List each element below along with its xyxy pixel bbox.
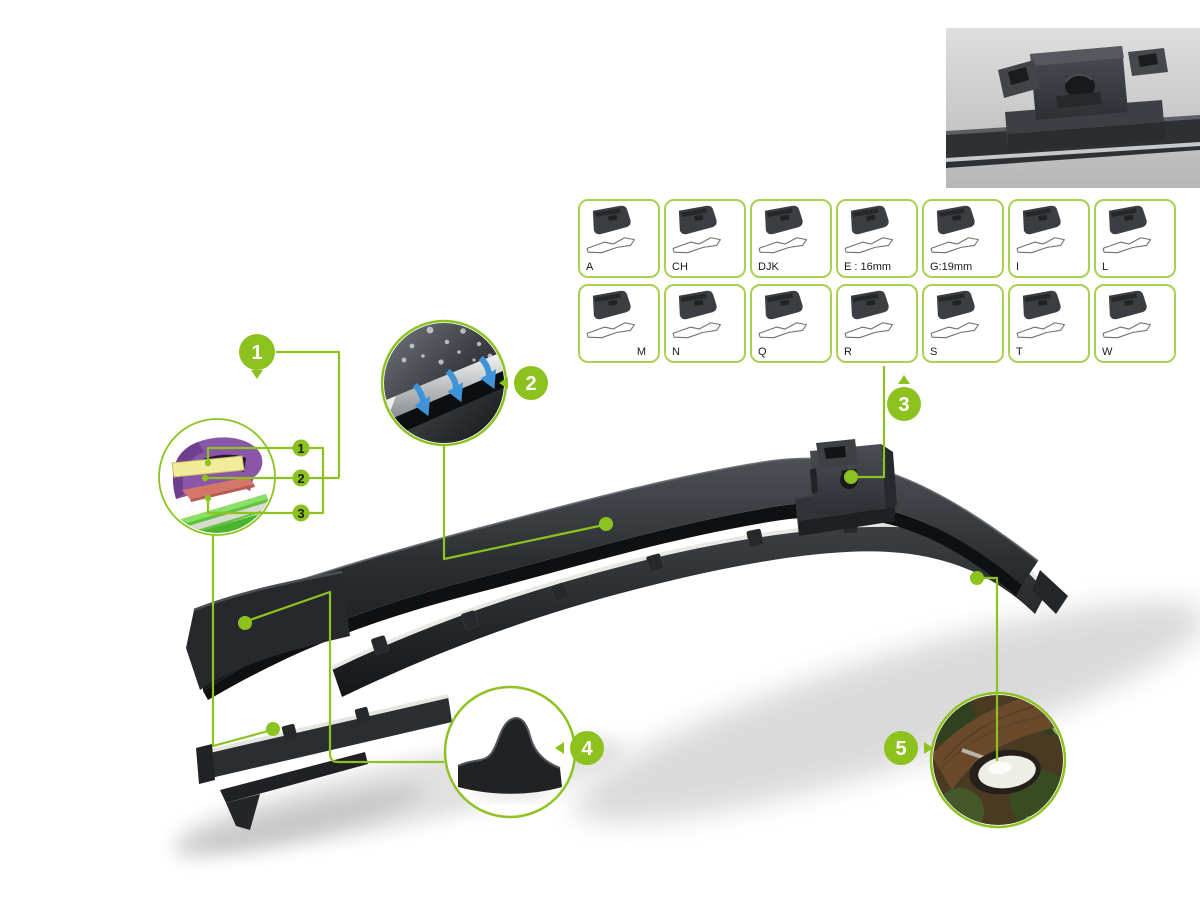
adapter-tile-label: L	[1102, 261, 1109, 273]
adapter-tile: E : 16mm	[836, 199, 918, 278]
cross-section-inset	[158, 418, 276, 536]
adapter-tile: G:19mm	[922, 199, 1004, 278]
adapter-tile-label: T	[1016, 346, 1023, 358]
adapter-tile: A	[578, 199, 660, 278]
callout-5-badge: 5	[884, 731, 933, 765]
callout-1-badge: 1	[239, 334, 275, 379]
adapter-tile-label: N	[672, 346, 680, 358]
adapter-tile: CH	[664, 199, 746, 278]
adapter-connector-icon	[758, 205, 807, 254]
callout-4-badge: 4	[555, 731, 604, 765]
callout-badges: 1 2 3 4 5	[239, 334, 933, 765]
adapter-connector-icon	[930, 205, 979, 254]
adapter-connector-icon	[586, 205, 635, 254]
adapter-connector-icon	[672, 290, 721, 339]
adapter-tile-label: M	[636, 346, 646, 358]
callout-line-3	[854, 366, 886, 479]
adapter-connector-icon	[672, 205, 721, 254]
cross-section-labels: 1 2 3	[292, 439, 310, 522]
exploded-refill-strips	[196, 694, 452, 830]
adapter-tile: W	[1094, 284, 1176, 363]
svg-text:5: 5	[895, 738, 906, 760]
callout-2-badge: 2	[499, 366, 548, 400]
adapter-tile-label: I	[1016, 261, 1020, 273]
adapter-connector-icon	[844, 205, 893, 254]
adapter-tile-label: W	[1102, 346, 1113, 358]
svg-text:2: 2	[297, 471, 304, 486]
adapter-tile-label: E : 16mm	[844, 261, 892, 273]
svg-text:1: 1	[251, 342, 262, 364]
adapter-tile: I	[1008, 199, 1090, 278]
aero-flow-inset	[380, 319, 508, 447]
adapter-tile: DJK	[750, 199, 832, 278]
adapter-connector-icon	[844, 290, 893, 339]
callout-1-pointer	[251, 370, 263, 379]
callout-4-pointer	[555, 742, 564, 754]
svg-text:3: 3	[898, 394, 909, 416]
adapter-connector-icon	[758, 290, 807, 339]
end-cap-line	[246, 590, 444, 764]
blade-spoiler	[196, 458, 1038, 691]
callout-3-pointer	[898, 375, 910, 384]
connector-closeup-photo	[946, 28, 1200, 188]
adapter-tile: N	[664, 284, 746, 363]
refill-line	[211, 535, 273, 748]
svg-text:4: 4	[581, 738, 593, 760]
adapter-connector-icon	[1102, 290, 1151, 339]
blade-end-cap	[186, 572, 350, 690]
adapter-tile-label: Q	[758, 346, 767, 358]
svg-text:1: 1	[297, 441, 304, 456]
adapter-tile: L	[1094, 199, 1176, 278]
adapter-tile-label: A	[586, 261, 594, 273]
airflow-arrows	[412, 355, 497, 417]
adapter-connector-icon	[1102, 205, 1151, 254]
adapter-compatibility-grid: A CH DJK E : 16mm	[578, 199, 1176, 363]
adapter-tile-label: R	[844, 346, 852, 358]
svg-text:2: 2	[525, 373, 536, 395]
callout-lines	[206, 350, 999, 764]
section-line-1	[206, 446, 293, 462]
callout-line-5	[978, 576, 999, 761]
adapter-tile: T	[1008, 284, 1090, 363]
callout-3-badge: 3	[887, 375, 921, 421]
adapter-connector-icon	[930, 290, 979, 339]
adapter-connector-icon	[1016, 290, 1065, 339]
adapter-tile: Q	[750, 284, 832, 363]
adapter-tile-label: S	[930, 346, 938, 358]
adapter-connector-icon	[1016, 205, 1065, 254]
adapter-tile: S	[922, 284, 1004, 363]
callout-5-pointer	[924, 742, 933, 754]
adapter-tile-label: G:19mm	[930, 261, 973, 273]
adapter-connector-icon	[586, 290, 635, 339]
section-line-3	[206, 499, 293, 515]
adapter-tile: M	[578, 284, 660, 363]
callout-dots	[201, 459, 984, 736]
callout-line-2	[442, 445, 605, 561]
section-bracket	[309, 446, 325, 515]
adapter-tile-label: DJK	[758, 261, 779, 273]
adapter-tile-label: CH	[672, 261, 688, 273]
callout-line-1	[276, 350, 341, 478]
svg-text:3: 3	[297, 506, 304, 521]
rubber-profile-inset	[443, 685, 577, 819]
callout-2-pointer	[499, 377, 508, 389]
adapter-tile: R	[836, 284, 918, 363]
